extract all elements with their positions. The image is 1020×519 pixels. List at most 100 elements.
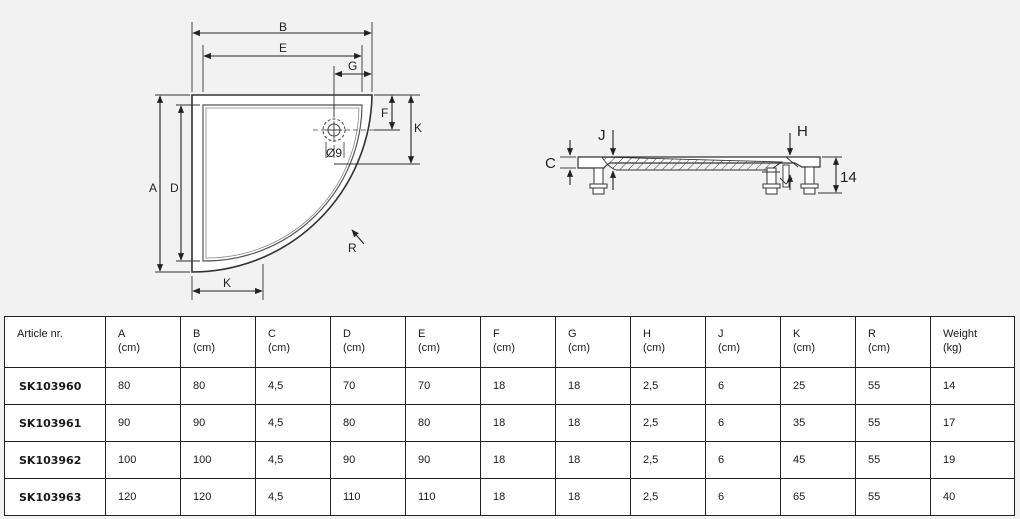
table-cell: 120 [105, 478, 181, 516]
column-header-name: F [493, 328, 500, 340]
label-r: R [348, 241, 357, 255]
table-cell: 80 [105, 367, 181, 405]
technical-drawing: B E G F K A D Ø9 R K [149, 20, 857, 300]
column-header-name: E [418, 328, 426, 340]
table-cell: 35 [780, 404, 856, 442]
table-cell: 2,5 [630, 441, 706, 479]
table-cell: 110 [330, 478, 406, 516]
label-d: D [170, 181, 179, 195]
label-k-side: K [414, 121, 422, 135]
column-header: A(cm) [105, 316, 181, 368]
table-cell: 90 [105, 404, 181, 442]
table-cell: 2,5 [630, 367, 706, 405]
table-cell: 2,5 [630, 478, 706, 516]
label-c: C [545, 155, 556, 172]
column-header-name: B [193, 328, 201, 340]
table-cell: 18 [480, 367, 556, 405]
table-cell: 100 [105, 441, 181, 479]
tray-basin-outline [202, 104, 363, 262]
table-cell: 6 [705, 404, 781, 442]
label-b: B [279, 20, 287, 34]
column-header-unit: (cm) [118, 342, 140, 354]
column-header: Weight (kg) [930, 316, 1015, 368]
label-f: F [381, 106, 388, 120]
tray-leg-right [800, 166, 819, 195]
table-cell: 25 [780, 367, 856, 405]
label-g: G [348, 59, 357, 73]
column-header-unit: (cm) [343, 342, 365, 354]
table-cell: 18 [480, 478, 556, 516]
table-cell: 4,5 [255, 404, 331, 442]
column-header-name: K [793, 328, 801, 340]
drawing-svg: B E G F K A D Ø9 R K [149, 20, 857, 300]
column-header-name: Weight [943, 328, 978, 340]
label-drain: Ø9 [326, 146, 342, 160]
column-header-unit: (cm) [643, 342, 665, 354]
header-row: Article nr.A(cm)B(cm)C(cm)D(cm)E(cm)F(cm… [4, 316, 1015, 368]
table-cell: 18 [480, 441, 556, 479]
table-cell: 18 [555, 404, 631, 442]
tray-leg-left [589, 167, 608, 195]
column-header-name: Article nr. [17, 328, 63, 340]
table-cell: 90 [330, 441, 406, 479]
label-height-14: 14 [840, 169, 857, 186]
table-cell: 90 [180, 404, 256, 442]
table-cell: 18 [555, 441, 631, 479]
column-header-name: H [643, 328, 651, 340]
column-header: F (cm) [480, 316, 556, 368]
article-number-cell: SK103961 [4, 404, 106, 442]
column-header-name: G [568, 328, 577, 340]
table-cell: 18 [480, 404, 556, 442]
table-cell: 100 [180, 441, 256, 479]
column-header: E(cm) [405, 316, 481, 368]
table-cell: 18 [555, 478, 631, 516]
column-header-unit: (cm) [793, 342, 815, 354]
table-cell: 2,5 [630, 404, 706, 442]
column-header-name: J [718, 328, 724, 340]
column-header-unit: (cm) [268, 342, 290, 354]
column-header: H (cm) [630, 316, 706, 368]
column-header-unit: (cm) [193, 342, 215, 354]
column-header: G (cm) [555, 316, 631, 368]
table-cell: 55 [855, 404, 931, 442]
table-cell: 4,5 [255, 441, 331, 479]
table-cell: 65 [780, 478, 856, 516]
column-header-unit: (cm) [718, 342, 740, 354]
column-header: Article nr. [4, 316, 106, 368]
table-cell: 80 [330, 404, 406, 442]
table-cell: 19 [930, 441, 1015, 479]
table-cell: 6 [705, 441, 781, 479]
article-number-cell: SK103962 [4, 441, 106, 479]
label-k-bottom: K [223, 276, 231, 290]
column-header-unit: (cm) [493, 342, 515, 354]
column-header-unit: (kg) [943, 342, 962, 354]
table-cell: 55 [855, 367, 931, 405]
table-cell: 40 [930, 478, 1015, 516]
table-cell: 110 [405, 478, 481, 516]
table-cell: 6 [705, 367, 781, 405]
column-header-name: R [868, 328, 876, 340]
tray-hatched-section [601, 156, 784, 171]
column-header: R (cm) [855, 316, 931, 368]
table-cell: 4,5 [255, 478, 331, 516]
article-number-cell: SK103960 [4, 367, 106, 405]
table-cell: 6 [705, 478, 781, 516]
table-cell: 90 [405, 441, 481, 479]
side-view: J H C 14 [545, 123, 857, 195]
column-header: C(cm) [255, 316, 331, 368]
spec-table: Article nr.A(cm)B(cm)C(cm)D(cm)E(cm)F(cm… [4, 316, 1015, 516]
column-header-unit: (cm) [568, 342, 590, 354]
label-j: J [598, 127, 606, 144]
table-cell: 55 [855, 441, 931, 479]
table-cell: 70 [330, 367, 406, 405]
column-header-unit: (cm) [868, 342, 890, 354]
table-cell: 80 [405, 404, 481, 442]
column-header: D (cm) [330, 316, 406, 368]
article-number-cell: SK103963 [4, 478, 106, 516]
column-header-name: D [343, 328, 351, 340]
